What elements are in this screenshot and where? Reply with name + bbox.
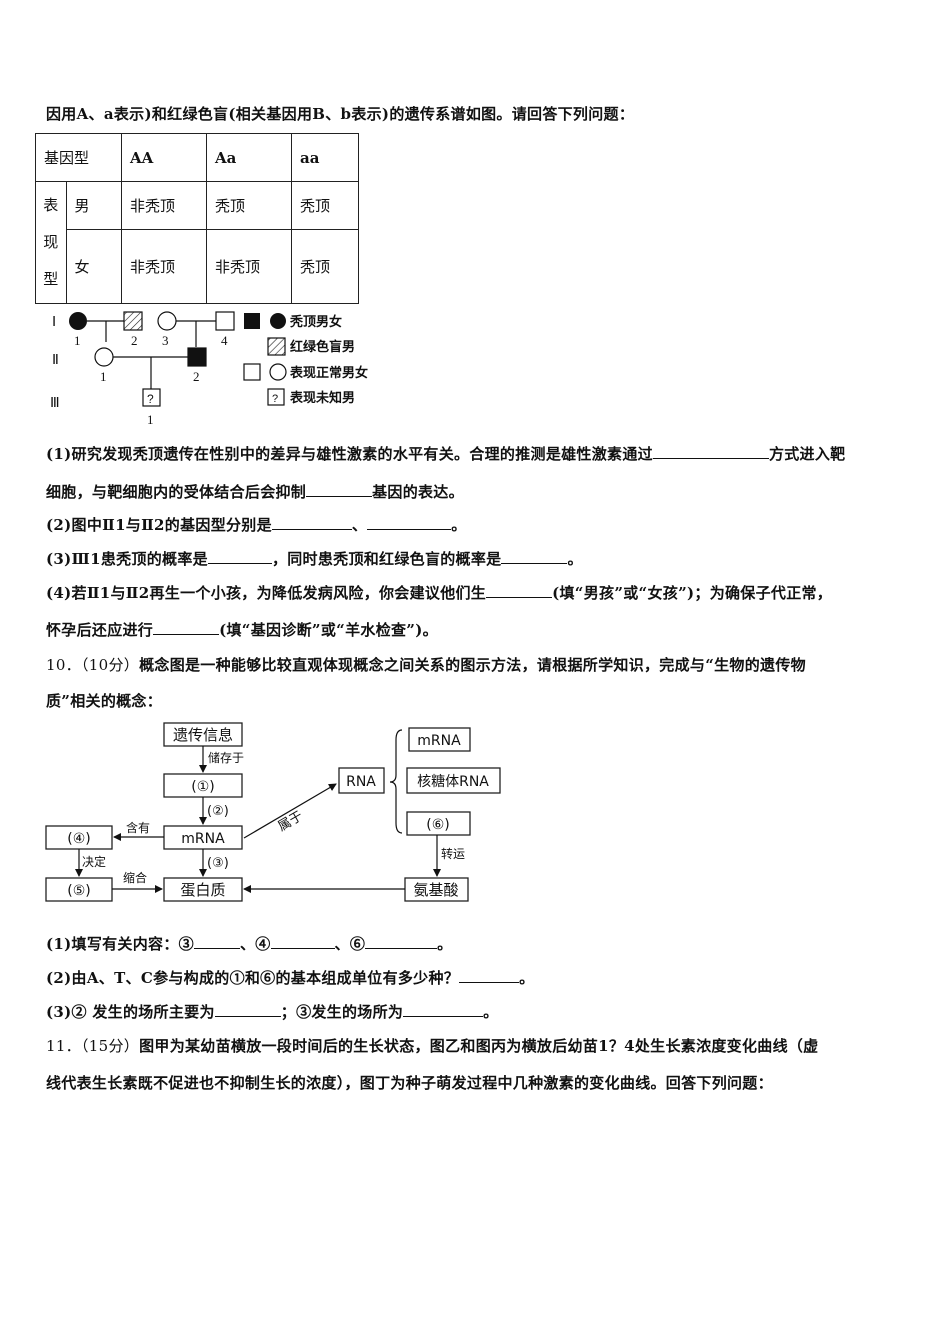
III1-unknown-male <box>142 388 161 407</box>
II2-bald-male <box>187 347 207 367</box>
legend-bald-male-icon <box>244 313 260 329</box>
box-protein <box>163 877 243 902</box>
label-blank4: (④) <box>67 831 90 847</box>
q11-stem-line1: 11．（15分）图甲为某幼苗横放一段时间后的生长状态，图乙和图丙为横放后幼苗1？… <box>46 1037 819 1055</box>
label-mrna: mRNA <box>181 831 225 847</box>
answer-blank <box>193 934 240 949</box>
pedigree-number: 3 <box>162 333 169 348</box>
answer-blank <box>367 515 452 530</box>
label-rrna: 核糖体RNA <box>417 774 489 790</box>
label-belongs-to: 属于 <box>276 809 306 835</box>
table-cell: 秃顶 <box>291 181 359 230</box>
brace-rna-types <box>389 729 403 834</box>
answer-blank <box>501 549 568 564</box>
I4-normal-male <box>215 311 235 331</box>
label-blank5: (⑤) <box>67 883 90 899</box>
box-blank6 <box>406 811 471 836</box>
table-cell: 非秃顶 <box>121 229 207 304</box>
intro-text: 因用A、a表示)和红绿色盲(相关基因用B、b表示)的遗传系谱如图。请回答下列问题… <box>46 105 635 123</box>
label-determines: 决定 <box>82 854 106 869</box>
table-cell: 秃顶 <box>291 229 359 304</box>
answer-blank <box>270 934 335 949</box>
table-header-genotype: 基因型 <box>35 133 122 182</box>
label-rna: RNA <box>346 774 376 790</box>
answer-blank <box>459 968 520 983</box>
label-amino-acid: 氨基酸 <box>413 881 458 899</box>
legend-unknown-male-icon <box>267 388 285 406</box>
box-rrna <box>406 767 501 794</box>
q9-part1-line2: 细胞，与靶细胞内的受体结合后会抑制基因的表达。 <box>46 482 464 501</box>
q10-sub3: (3)② 发生的场所主要为；③发生的场所为。 <box>46 1002 499 1021</box>
table-cell: 非秃顶 <box>121 181 207 230</box>
table-row-male-label: 男 <box>65 181 123 230</box>
label-blank6: (⑥) <box>426 817 449 833</box>
label-blank3: (③) <box>207 856 229 871</box>
answer-blank <box>486 583 553 598</box>
q10-stem-line2: 质”相关的概念： <box>46 692 163 710</box>
answer-blank <box>652 444 769 459</box>
generation-label-III: Ⅲ <box>50 396 60 411</box>
label-stored-in: 储存于 <box>208 750 244 765</box>
I1-bald-female <box>69 312 87 330</box>
pedigree-number: 2 <box>193 369 200 384</box>
legend-bald-female-icon <box>270 313 286 329</box>
answer-blank <box>214 1002 281 1017</box>
legend-text: 秃顶男女 <box>289 314 342 330</box>
table-header-AA: AA <box>121 133 207 182</box>
q9-part3: (3)Ⅲ1患秃顶的概率是，同时患秃顶和红绿色盲的概率是。 <box>46 549 583 568</box>
legend-text: 表现正常男女 <box>289 365 368 381</box>
q9-part4-line2: 怀孕后还应进行(填“基因诊断”或“羊水检查”)。 <box>46 620 438 639</box>
q10-sub1: (1)填写有关内容：③、④、⑥。 <box>46 934 453 953</box>
label-protein: 蛋白质 <box>180 881 225 899</box>
answer-blank <box>153 620 220 635</box>
label-contains: 含有 <box>126 820 150 835</box>
label-condense: 缩合 <box>123 870 147 885</box>
box-rna <box>338 767 385 794</box>
answer-blank <box>365 934 438 949</box>
q9-part2: (2)图中Ⅱ1与Ⅱ2的基因型分别是、。 <box>46 515 467 534</box>
generation-label-I: Ⅰ <box>52 315 56 330</box>
label-blank2: (②) <box>207 804 229 819</box>
pedigree-number: 1 <box>100 369 107 384</box>
table-cell: 非秃顶 <box>206 229 292 304</box>
legend-colorblind-male-icon <box>267 337 286 356</box>
box-rna-mrna <box>408 727 471 752</box>
table-header-aa: aa <box>291 133 359 182</box>
genotype-phenotype-table: 基因型 AA Aa aa 表 现 型 男 非秃顶 秃顶 秃顶 女 非秃顶 非秃顶… <box>35 133 359 304</box>
answer-blank <box>271 515 352 530</box>
answer-blank <box>403 1002 484 1017</box>
q9-part4-line1: (4)若Ⅱ1与Ⅱ2再生一个小孩，为降低发病风险，你会建议他们生(填“男孩”或“女… <box>46 583 833 602</box>
answer-blank <box>207 549 272 564</box>
I2-colorblind-male <box>123 311 143 331</box>
label-rna-mrna: mRNA <box>417 733 461 749</box>
legend-normal-male-icon <box>243 363 261 381</box>
table-header-Aa: Aa <box>206 133 292 182</box>
label-blank1: (①) <box>191 779 214 795</box>
q9-part1-line1: (1)研究发现秃顶遗传在性别中的差异与雄性激素的水平有关。合理的推测是雄性激素通… <box>46 444 846 463</box>
pedigree-number: 4 <box>221 333 228 348</box>
q10-stem-line1: 10．（10分）概念图是一种能够比较直观体现概念之间关系的图示方法，请根据所学知… <box>46 656 806 674</box>
table-row-female-label: 女 <box>65 229 123 304</box>
pedigree-number: 1 <box>147 412 154 427</box>
label-transport: 转运 <box>441 846 465 861</box>
q11-stem-line2: 线代表生长素既不促进也不抑制生长的浓度），图丁为种子萌发过程中几种激素的变化曲线… <box>46 1074 773 1092</box>
pedigree-number: 2 <box>131 333 138 348</box>
legend-text: 红绿色盲男 <box>290 339 355 355</box>
legend-text: 表现未知男 <box>289 390 355 406</box>
unknown-mark: ? <box>272 393 278 405</box>
pedigree-number: 1 <box>74 333 81 348</box>
legend-normal-female-icon <box>269 363 287 381</box>
arrow-belongs-to <box>243 783 337 839</box>
label-genetic-info: 遗传信息 <box>173 726 233 744</box>
generation-label-II: Ⅱ <box>52 353 59 368</box>
answer-blank <box>306 482 373 497</box>
q10-sub2: (2)由A、T、C参与构成的①和⑥的基本组成单位有多少种？。 <box>46 968 535 987</box>
unknown-mark: ? <box>147 392 154 406</box>
